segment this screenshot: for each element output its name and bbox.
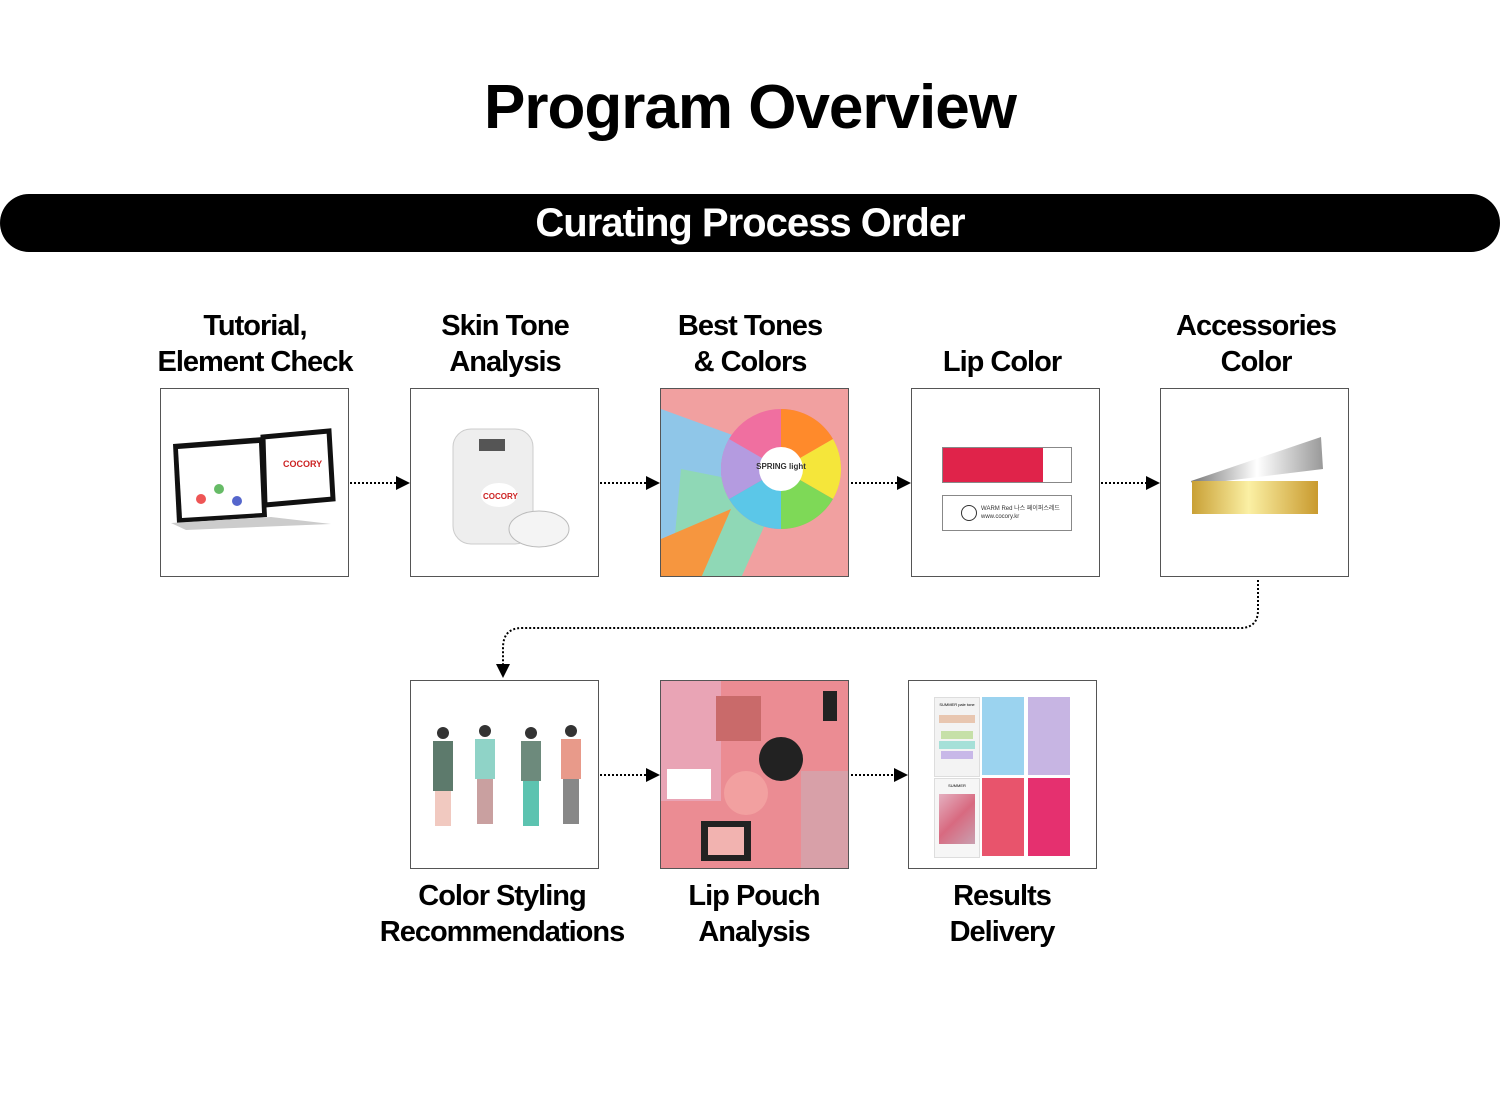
color-swatches-image: SPRING light	[660, 388, 849, 577]
report-card-magenta	[1028, 778, 1070, 856]
label-line: Accessories	[1176, 310, 1337, 342]
card-url: www.cocory.kr	[981, 514, 1020, 520]
label-line: Color Styling	[418, 880, 586, 912]
label-line: Delivery	[949, 916, 1056, 948]
device-icon: COCORY	[452, 428, 570, 548]
label-line: Color	[1220, 346, 1293, 378]
lip-color-swatch	[942, 447, 1072, 483]
report-title: SUMMER	[948, 783, 966, 788]
label-line: Recommendations	[379, 916, 625, 948]
fashion-figures-icon	[433, 725, 581, 826]
color-fan-icon: SPRING light	[661, 389, 848, 576]
skin-analyzer-image: COCORY	[410, 388, 599, 577]
accessories-color-image	[1160, 388, 1349, 577]
tutorial-image: COCORY	[160, 388, 349, 577]
report-title: SUMMER pale tone	[939, 702, 975, 707]
report-page: SUMMER	[934, 778, 980, 858]
report-card-pink	[982, 778, 1024, 856]
svg-text:SPRING light: SPRING light	[756, 462, 806, 471]
section-banner: Curating Process Order	[0, 194, 1500, 252]
svg-text:COCORY: COCORY	[483, 492, 518, 501]
label-line: Tutorial,	[203, 310, 307, 342]
label-line: Results	[953, 880, 1052, 912]
report-card-blue	[982, 697, 1024, 775]
label-line: Analysis	[449, 346, 561, 378]
label-line: Skin Tone	[441, 310, 569, 342]
svg-text:COCORY: COCORY	[283, 459, 322, 469]
lip-color-card-image: WARM Red 나스 페이퍼스레드 www.cocory.kr	[911, 388, 1100, 577]
label-line: & Colors	[693, 346, 808, 378]
page-title: Program Overview	[484, 73, 1017, 142]
metal-swatch-icon	[1191, 437, 1323, 514]
arrow-5-6	[502, 580, 1259, 664]
label-line: Best Tones	[677, 310, 823, 342]
card-text: WARM Red 나스 페이퍼스레드	[981, 506, 1060, 512]
lip-color-card-back: WARM Red 나스 페이퍼스레드 www.cocory.kr	[942, 495, 1072, 531]
label-line: Lip Color	[942, 346, 1062, 378]
report-page: SUMMER pale tone	[934, 697, 980, 777]
report-card-lavender	[1028, 697, 1070, 775]
cosmetics-icon	[661, 681, 848, 868]
lip-pouch-image	[660, 680, 849, 869]
label-line: Lip Pouch	[688, 880, 820, 912]
step-label-lip-color: Lip Color	[852, 344, 1152, 380]
styling-illustration-image	[410, 680, 599, 869]
label-line: Analysis	[698, 916, 810, 948]
results-report-image: SUMMER pale tone SUMMER	[908, 680, 1097, 869]
step-label-tutorial: Tutorial, Element Check	[105, 308, 405, 380]
laptop-tablet-icon: COCORY	[171, 428, 336, 530]
label-line: Element Check	[157, 346, 354, 378]
step-label-best-tones: Best Tones & Colors	[600, 308, 900, 380]
